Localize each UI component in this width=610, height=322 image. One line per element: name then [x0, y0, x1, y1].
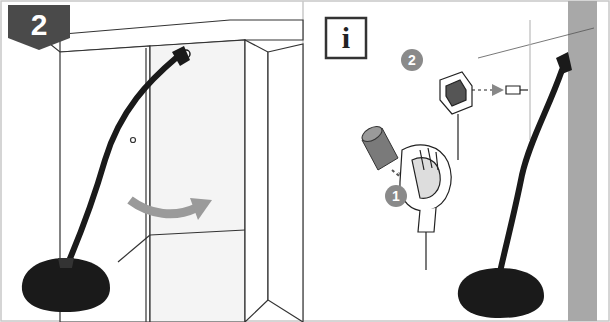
callout-circle: [401, 49, 423, 71]
detail-mount: [440, 20, 530, 160]
hose: [500, 70, 562, 272]
callout-number: 2: [408, 53, 416, 67]
step-number: 2: [31, 10, 48, 40]
info-box: [326, 18, 366, 58]
weighted-base: [22, 258, 110, 312]
leader-line: [478, 28, 594, 58]
info-symbol: i: [342, 23, 350, 53]
wall: [568, 1, 597, 321]
step-badge: [8, 5, 70, 50]
hose: [66, 58, 176, 268]
weighted-base: [458, 268, 544, 318]
callout-number: 1: [392, 189, 400, 203]
callout-circle: [385, 185, 407, 207]
swing-arrow: [130, 200, 196, 214]
hose-connector: [556, 52, 572, 74]
hose-connector: [172, 46, 190, 66]
detail-clip: [400, 145, 451, 270]
